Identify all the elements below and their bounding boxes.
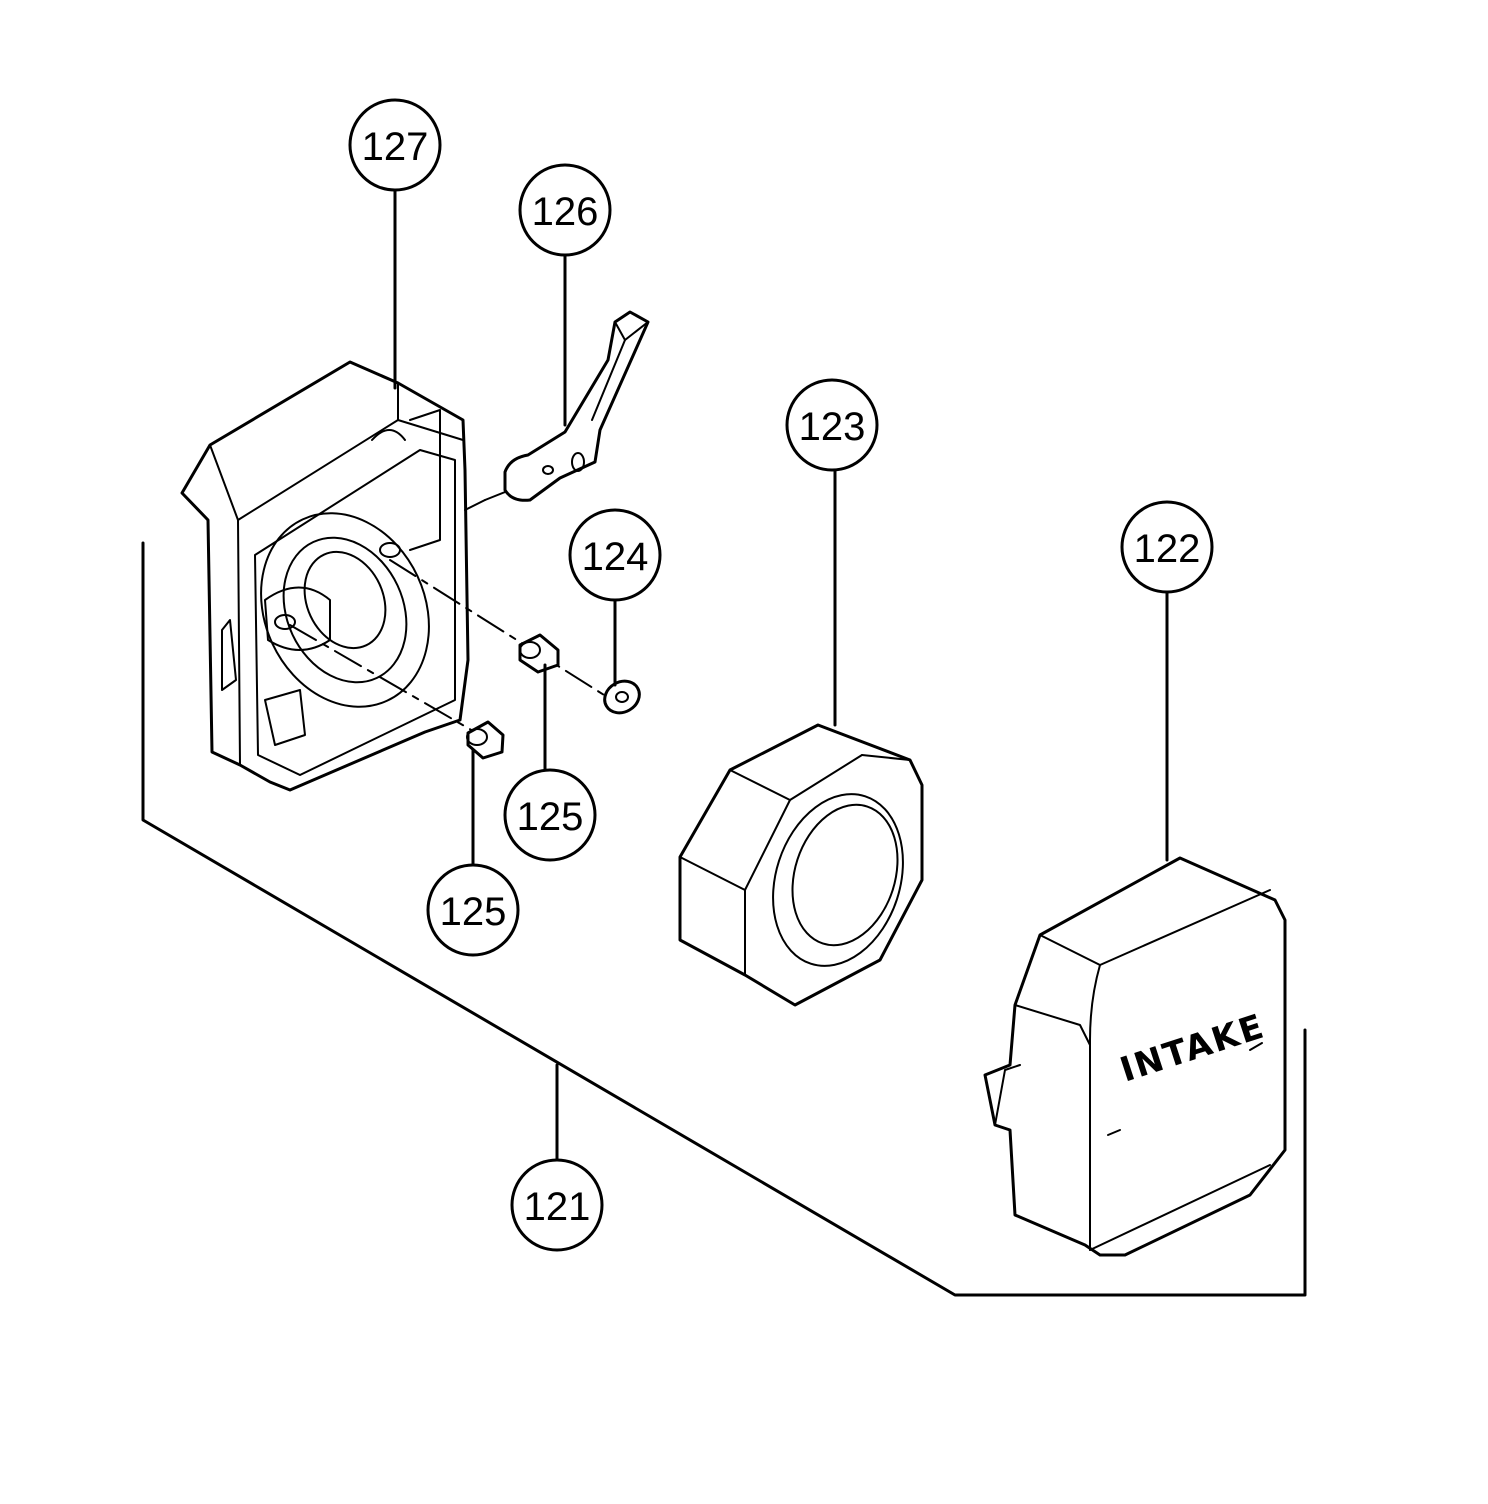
callout-126: 126 (518, 163, 612, 257)
callout-124-label: 124 (582, 535, 649, 579)
callout-127: 127 (348, 98, 442, 192)
callout-125-upper-label: 125 (517, 795, 584, 839)
part-122-intake-cover: INTAKE (983, 856, 1287, 1257)
callout-126-label: 126 (532, 190, 599, 234)
assembly-bracket-121 (141, 541, 1307, 1297)
callout-121: 121 (510, 1158, 604, 1252)
callout-125-lower-label: 125 (440, 890, 507, 934)
callout-123-label: 123 (799, 405, 866, 449)
callout-125-upper: 125 (503, 768, 597, 862)
part-123-hex-filter (678, 723, 924, 1007)
part-125-bushing-upper (518, 633, 560, 674)
callout-127-label: 127 (362, 125, 429, 169)
part-126-lever (503, 310, 650, 502)
part-124-washer (603, 679, 641, 715)
part-127-housing (180, 360, 486, 792)
callout-124: 124 (568, 508, 662, 602)
part-125-bushing-lower (466, 720, 505, 760)
callout-121-label: 121 (524, 1185, 591, 1229)
leader-lines (393, 188, 1169, 867)
callout-125-lower: 125 (426, 863, 520, 957)
callout-122: 122 (1120, 500, 1214, 594)
callout-123: 123 (785, 378, 879, 472)
callout-122-label: 122 (1134, 527, 1201, 571)
